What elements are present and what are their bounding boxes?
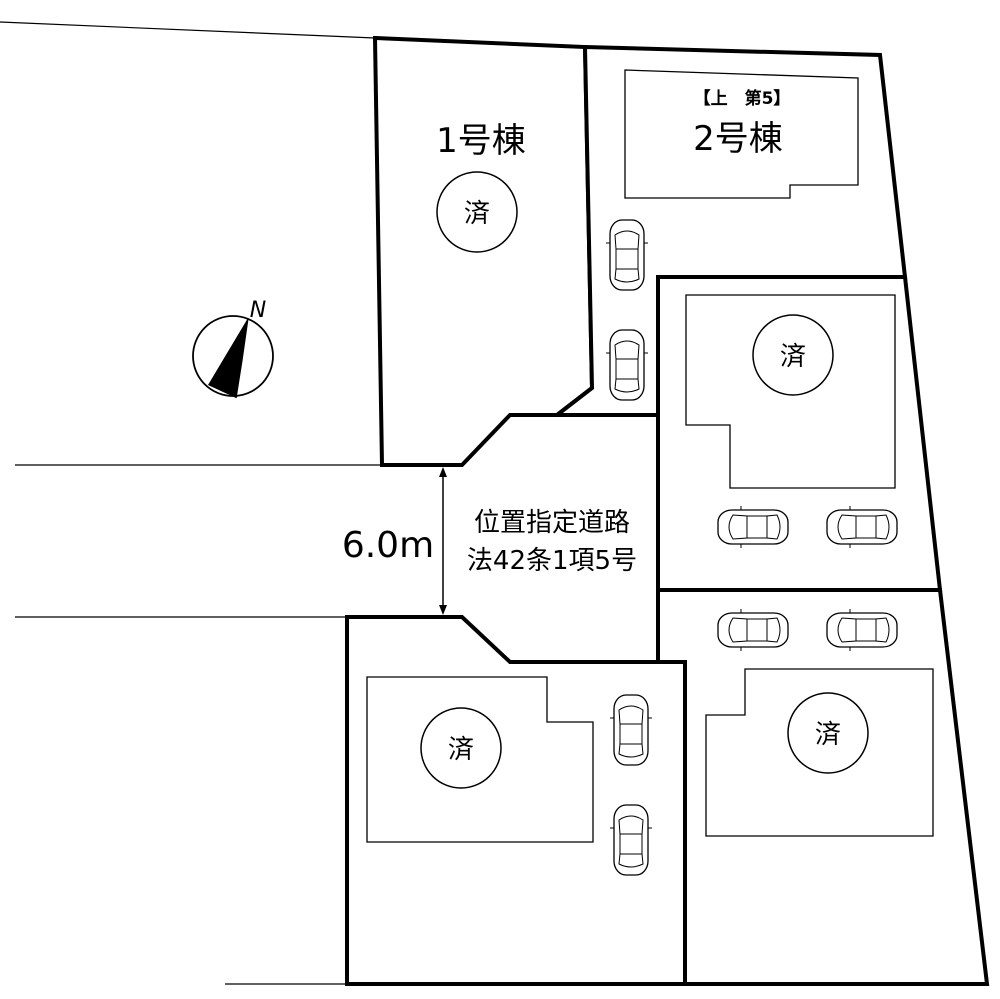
lot-5-status: 済 <box>815 720 841 750</box>
sold-badge: 済 <box>436 171 518 253</box>
road-width-label: 6.0m <box>342 525 434 566</box>
car-icon <box>717 505 789 549</box>
car-icon <box>605 329 649 401</box>
car-icon <box>605 219 649 291</box>
sold-badge: 済 <box>752 314 834 396</box>
car-icon <box>826 608 898 652</box>
road-area <box>347 415 658 660</box>
sold-badge: 済 <box>420 707 502 789</box>
lot-2-tag: 【上 第5】 <box>694 88 791 109</box>
road-name-line1: 位置指定道路 <box>474 508 630 538</box>
car-icon <box>717 608 789 652</box>
lot-1-status: 済 <box>464 199 490 229</box>
car-icon <box>609 694 653 766</box>
road-name-line2: 法42条1項5号 <box>467 546 637 576</box>
lot-4-status: 済 <box>448 735 474 765</box>
lot-3-status: 済 <box>780 342 806 372</box>
car-icon <box>826 505 898 549</box>
lot-1-name: 1号棟 <box>436 121 526 161</box>
car-icon <box>609 804 653 876</box>
boundary-line <box>0 21 376 39</box>
sold-badge: 済 <box>787 692 869 774</box>
house-footprint-lot-2 <box>624 69 859 199</box>
compass-north-label: N <box>250 298 266 323</box>
compass-icon: N <box>192 298 274 399</box>
lot-2-name: 2号棟 <box>693 119 783 159</box>
